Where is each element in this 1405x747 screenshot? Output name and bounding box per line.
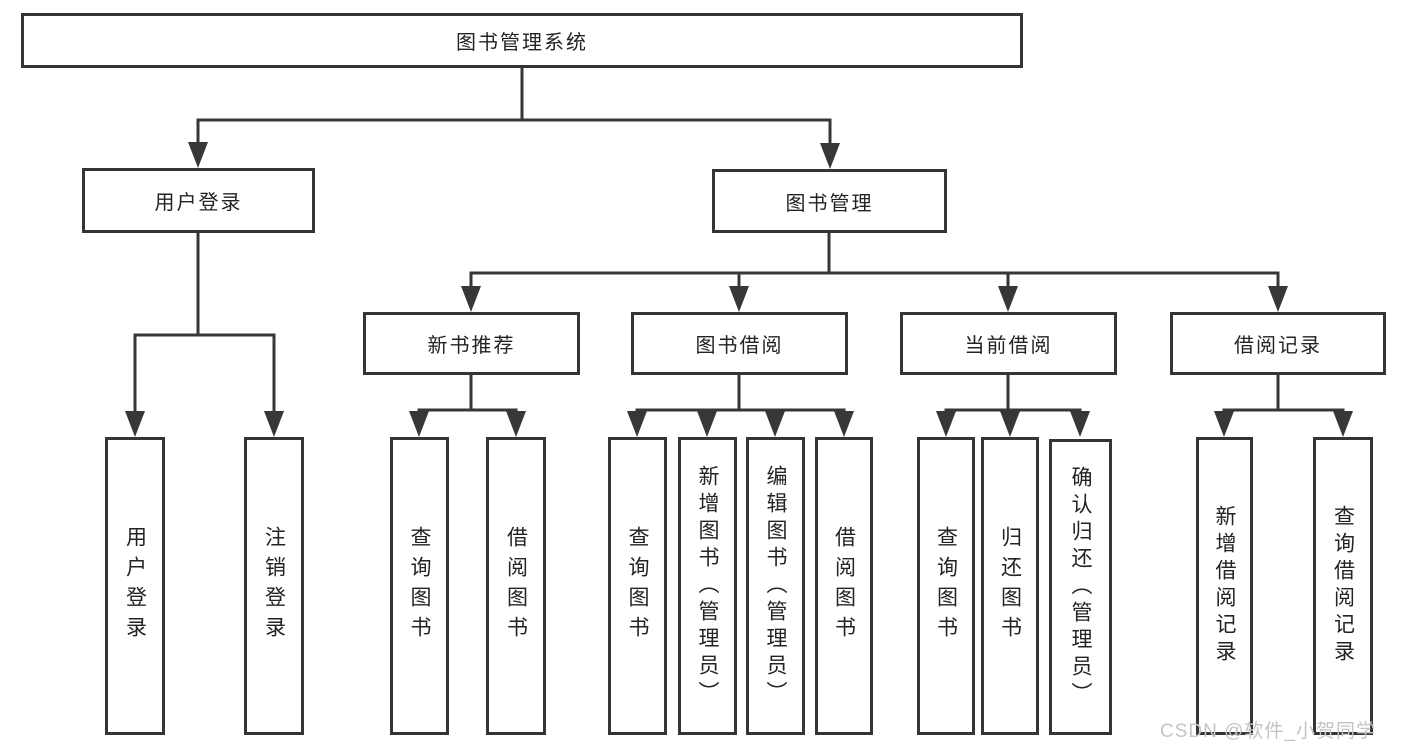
node-book-borrowing: 图书借阅 — [631, 312, 848, 375]
node-leaf-borrowing-edit-book-admin: 编辑图书（管理员） — [746, 437, 805, 735]
node-leaf-logout: 注销登录 — [244, 437, 304, 735]
node-book-management: 图书管理 — [712, 169, 947, 233]
node-leaf-recommend-borrow-book: 借阅图书 — [486, 437, 546, 735]
node-leaf-borrowing-query-book: 查询图书 — [608, 437, 667, 735]
node-current-borrowing: 当前借阅 — [900, 312, 1117, 375]
watermark: CSDN @软件_小贺同学 — [1160, 721, 1376, 742]
node-borrow-records: 借阅记录 — [1170, 312, 1386, 375]
node-leaf-records-add-record: 新增借阅记录 — [1196, 437, 1253, 735]
node-leaf-current-return-book: 归还图书 — [981, 437, 1039, 735]
node-leaf-records-query-record: 查询借阅记录 — [1313, 437, 1373, 735]
node-leaf-current-confirm-return-admin: 确认归还（管理员） — [1049, 439, 1112, 735]
node-user-login: 用户登录 — [82, 168, 315, 233]
node-leaf-current-query-book: 查询图书 — [917, 437, 975, 735]
node-root: 图书管理系统 — [21, 13, 1023, 68]
node-new-book-recommendation: 新书推荐 — [363, 312, 580, 375]
node-leaf-borrowing-add-book-admin: 新增图书（管理员） — [678, 437, 737, 735]
node-leaf-borrowing-borrow-book: 借阅图书 — [815, 437, 873, 735]
node-leaf-recommend-query-book: 查询图书 — [390, 437, 449, 735]
node-leaf-user-login: 用户登录 — [105, 437, 165, 735]
